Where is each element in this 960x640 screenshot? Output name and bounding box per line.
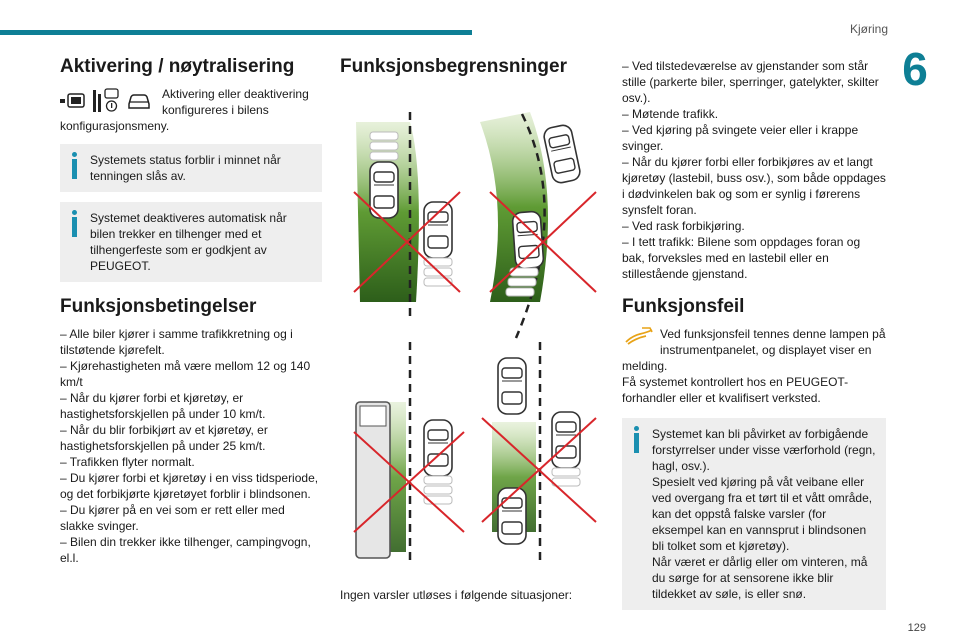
chapter-number: 6: [902, 43, 928, 95]
list-item: – Ved kjøring på svingete veier eller i …: [622, 123, 859, 153]
top-accent-bar: [0, 30, 472, 35]
list-item: – Bilen din trekker ikke tilhenger, camp…: [60, 534, 311, 565]
limitations-list: – Ved tilstedeværelse av gjenstander som…: [622, 58, 886, 282]
conditions-title: Funksjonsbetingelser: [60, 295, 257, 317]
blind-spot-warning-lamp-icon: [625, 327, 653, 345]
limitations-title: Funksjonsbegrensninger: [340, 56, 567, 77]
list-item: – Ved tilstedeværelse av gjenstander som…: [622, 59, 879, 105]
list-item: – Kjørehastigheten må være mellom 12 og …: [60, 358, 311, 389]
column-right: – Ved tilstedeværelse av gjenstander som…: [622, 58, 886, 620]
fault-text-service: Få systemet kontrollert hos en PEUGEOT-f…: [622, 375, 849, 405]
column-middle: Funksjonsbegrensninger: [340, 56, 602, 603]
list-item: – Når du blir forbikjørt av et kjøretøy,…: [60, 422, 268, 453]
figure-caption: Ingen varsler utløses i følgende situasj…: [340, 587, 573, 602]
info-text: Spesielt ved kjøring på våt veibane elle…: [652, 475, 873, 553]
conditions-list: – Alle biler kjører i samme trafikkretni…: [60, 326, 322, 566]
info-text: Når været er dårlig eller om vinteren, m…: [652, 555, 868, 601]
scene-curved-road: [480, 111, 597, 339]
list-item: – Møtende trafikk.: [622, 107, 719, 121]
menu-icons: [60, 86, 152, 116]
list-item: – Når du kjører forbi eller forbikjøres …: [622, 155, 886, 217]
info-text: Systemets status forblir i minnet når te…: [90, 152, 281, 183]
car-driving-icon: [128, 94, 150, 109]
info-icon: [69, 209, 79, 238]
info-text: Systemet kan bli påvirket av forbigående…: [652, 427, 876, 473]
info-text: Systemet deaktiveres automatisk når bile…: [90, 210, 287, 273]
fault-title: Funksjonsfeil: [622, 296, 745, 317]
scene-long-vehicle: [353, 341, 465, 562]
list-item: – Ved rask forbikjøring.: [622, 219, 745, 233]
list-item: – Alle biler kjører i samme trafikkretni…: [60, 326, 293, 357]
limitation-situations-illustration: [353, 111, 597, 562]
activation-title: Aktivering / nøytralisering: [60, 56, 295, 77]
vehicle-settings-icon: [93, 88, 119, 112]
touchscreen-icon: [60, 93, 85, 108]
scene-parked-objects: [353, 111, 461, 322]
list-item: – Du kjører på en vei som er rett eller …: [60, 502, 285, 533]
column-left: Aktivering / nøytralisering Aktivering e…: [60, 56, 322, 566]
fault-text: Ved funksjonsfeil tennes denne lampen på…: [622, 327, 886, 373]
section-title: Kjøring: [849, 22, 888, 36]
list-item: – Trafikken flyter normalt.: [60, 454, 195, 469]
info-icon: [631, 426, 641, 454]
list-item: – I tett trafikk: Bilene som oppdages fo…: [622, 235, 861, 281]
info-box-memory: Systemets status forblir i minnet når te…: [60, 143, 322, 192]
list-item: – Du kjører forbi et kjøretøy i en viss …: [60, 470, 319, 501]
page-number: 129: [907, 622, 926, 634]
info-box-trailer: Systemet deaktiveres automatisk når bile…: [60, 201, 322, 282]
info-icon: [69, 151, 79, 180]
scene-dense-traffic: [481, 341, 597, 562]
info-box-weather: Systemet kan bli påvirket av forbigående…: [622, 418, 886, 610]
activation-text: Aktivering eller deaktivering konfigurer…: [60, 86, 309, 133]
list-item: – Når du kjører forbi et kjøretøy, er ha…: [60, 390, 266, 421]
